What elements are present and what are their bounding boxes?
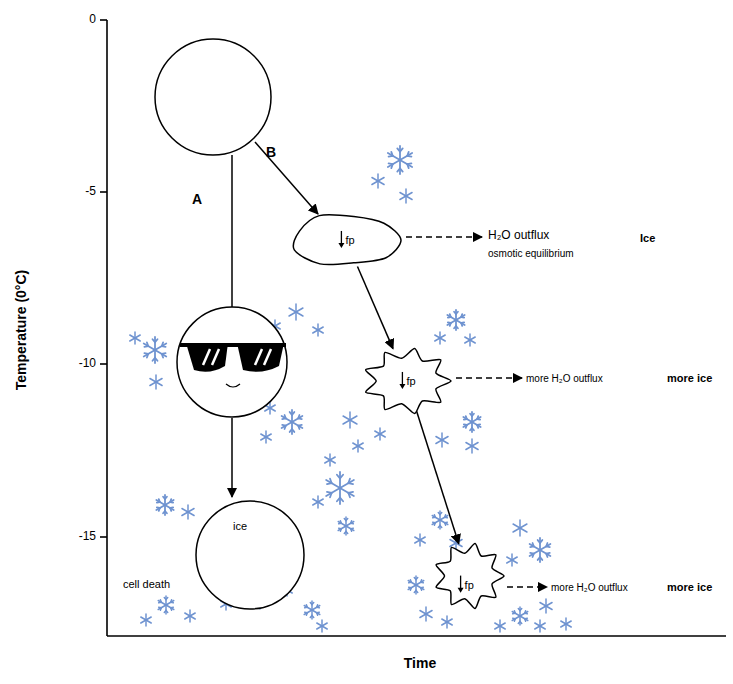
snowflake [343, 412, 357, 428]
pathway-letter: B [266, 145, 276, 160]
process-note: osmotic equilibrium [488, 248, 574, 259]
sunglasses [180, 343, 286, 387]
freezing-point-label: fp [406, 375, 415, 387]
snowflake [561, 618, 571, 630]
process-note: more H₂O outflux [551, 582, 628, 593]
initial-cell [155, 39, 271, 155]
snowflake [325, 454, 335, 466]
shrunken-cell: fp [288, 208, 404, 272]
snowflake [289, 304, 303, 320]
snowflake [150, 375, 162, 389]
snowflake [144, 337, 167, 363]
cell-label: ice [233, 520, 247, 532]
pathway-letter: A [192, 192, 202, 207]
snowflake [530, 538, 551, 562]
cell-label: cell death [123, 578, 170, 590]
snowflake [436, 433, 448, 447]
ice-note: Ice [640, 232, 655, 244]
cell-outline [431, 540, 507, 612]
snowflake [313, 324, 323, 336]
snowflake [326, 472, 354, 504]
snowflake [442, 616, 452, 628]
outflux-arrows [406, 237, 547, 587]
snowflake [158, 596, 174, 614]
snowflake [317, 620, 327, 632]
transition-arrow [417, 411, 459, 544]
cell-outline [195, 500, 305, 610]
snowflake [261, 431, 271, 443]
process-note: H₂O outflux [488, 229, 549, 242]
tick-label: -5 [85, 185, 96, 198]
snowflake [408, 576, 424, 594]
snowflake [466, 439, 478, 453]
snowflake [463, 412, 480, 432]
snowflake [372, 174, 384, 188]
tick-label: -10 [79, 357, 96, 370]
snowflake [432, 511, 448, 529]
snowflake [513, 520, 527, 536]
snowflake [313, 496, 323, 508]
supercooled-cell [177, 307, 287, 417]
snowflake [435, 332, 445, 344]
snowflake [540, 599, 552, 613]
snowflake [465, 334, 475, 346]
snowflake [375, 428, 385, 440]
snowflake [130, 332, 140, 344]
snowflake [182, 505, 194, 519]
decrease-arrow-head [338, 243, 344, 248]
snowflake [141, 614, 151, 626]
snowflake [507, 554, 517, 566]
axis-title: Time [404, 656, 436, 671]
snowflake [338, 517, 354, 535]
freezing-point-label: fp [465, 579, 474, 591]
tick-label: -15 [79, 530, 96, 543]
snowflake [185, 610, 195, 622]
snowflakes [130, 146, 571, 632]
snowflake [388, 146, 412, 174]
pathway-arrows [232, 142, 318, 497]
tick-label: 0 [89, 13, 96, 26]
axis-title: Temperature (0°C) [14, 270, 29, 390]
snowflake [400, 189, 412, 203]
decrease-arrow [341, 231, 342, 244]
snowflake [156, 495, 173, 515]
snowflake [282, 410, 303, 434]
decrease-arrow [402, 372, 403, 385]
snowflake [415, 534, 425, 546]
snowflake [535, 620, 545, 632]
transition-arrow [357, 266, 393, 348]
decrease-arrow-head [458, 588, 464, 593]
snowflake [447, 310, 464, 330]
snowflake [353, 440, 363, 452]
shrunken-cell: fp [360, 345, 454, 417]
frozen-cell: cell deathice [195, 500, 305, 610]
ice-note: more ice [667, 372, 712, 384]
cells [155, 39, 287, 417]
snowflake [420, 607, 432, 621]
process-note: more H₂O outflux [526, 373, 603, 384]
snowflake [304, 601, 320, 619]
freezing-point-label: fp [345, 234, 354, 246]
ice-note: more ice [667, 581, 712, 593]
decrease-arrow [460, 576, 461, 589]
axes [100, 20, 726, 636]
shrunken-cell: fp [431, 540, 507, 612]
snowflake [495, 620, 505, 632]
decrease-arrow-head [399, 384, 405, 389]
snowflake [512, 607, 528, 625]
